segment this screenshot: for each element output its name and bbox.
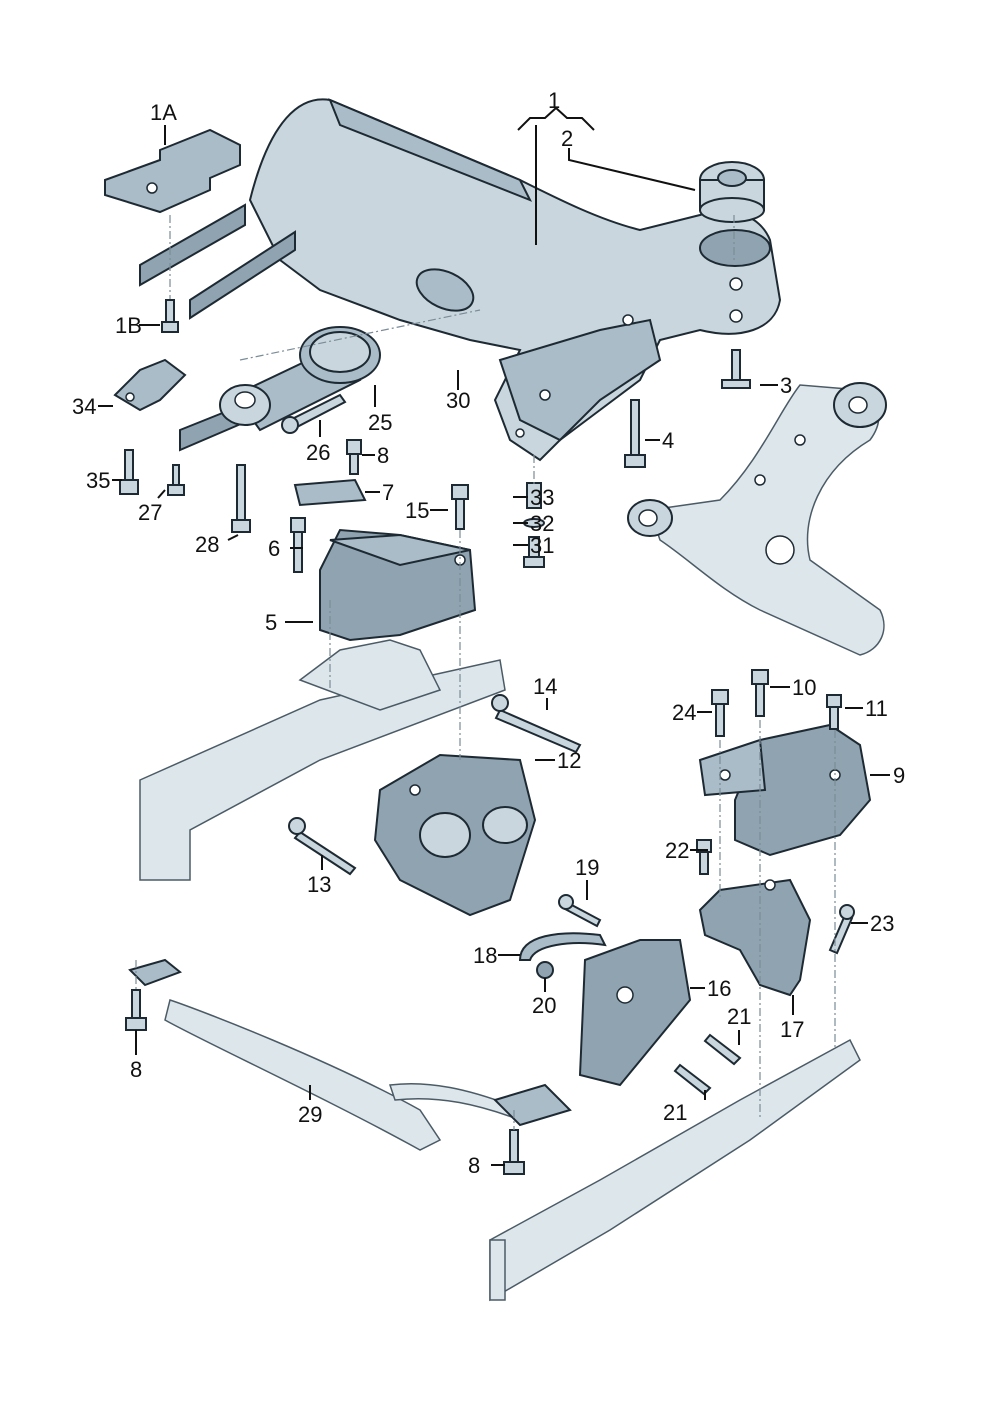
callout-20: 20: [532, 993, 556, 1018]
gearbox-mount-9: [698, 723, 872, 857]
callout-18: 18: [473, 943, 497, 968]
bolt-14: [491, 694, 582, 754]
bolt-8a: [346, 439, 362, 475]
callout-19: 19: [575, 855, 599, 880]
callout-15: 15: [405, 498, 429, 523]
callout-30: 30: [446, 388, 470, 413]
assembly-axes: [135, 215, 836, 1130]
bolt-23: [828, 904, 855, 955]
tube-29: [128, 958, 572, 1151]
bolt-19: [558, 894, 602, 928]
callout-1: 1: [548, 88, 560, 113]
callout-25: 25: [368, 410, 392, 435]
bolt-35: [119, 449, 139, 495]
engine-bracket-12: [373, 753, 537, 917]
bolt-10: [751, 669, 769, 717]
callout-31: 31: [530, 533, 554, 558]
callout-12: 12: [557, 748, 581, 773]
callout-1a: 1A: [150, 100, 177, 125]
callout-34: 34: [72, 394, 96, 419]
engine-body-left: [139, 639, 506, 881]
callout-16: 16: [707, 976, 731, 1001]
callout-8-left: 8: [130, 1057, 142, 1082]
bolt-28: [231, 464, 251, 533]
callout-21-lower: 21: [663, 1100, 687, 1125]
bolt-8b: [125, 989, 147, 1031]
bolt-24: [711, 689, 729, 737]
callout-29: 29: [298, 1102, 322, 1127]
bracket-16: [578, 939, 692, 1087]
callout-23: 23: [870, 911, 894, 936]
callout-17: 17: [780, 1017, 804, 1042]
callout-8-bottom: 8: [468, 1153, 480, 1178]
bolts: [119, 299, 855, 1175]
bolt-11: [826, 694, 842, 730]
callout-3: 3: [780, 373, 792, 398]
callout-8-top: 8: [377, 443, 389, 468]
bolt-1b: [161, 299, 179, 333]
callout-11: 11: [865, 696, 888, 721]
pendulum-support: [113, 326, 381, 452]
callout-26: 26: [306, 440, 330, 465]
callout-7: 7: [382, 480, 394, 505]
callout-6: 6: [268, 536, 280, 561]
leader-lines: [98, 106, 890, 1166]
bolt-8c: [503, 1129, 525, 1175]
bolt-4: [624, 399, 646, 468]
bracket-17: [698, 878, 812, 997]
callout-13: 13: [307, 872, 331, 897]
bolt-15: [451, 484, 469, 530]
bolt-3: [721, 349, 751, 389]
callout-1b: 1B: [115, 313, 142, 338]
callout-4: 4: [662, 428, 674, 453]
callout-22: 22: [665, 838, 689, 863]
bolt-6: [290, 517, 306, 573]
body-rail-right: [489, 1038, 861, 1302]
callout-28: 28: [195, 532, 219, 557]
callout-9: 9: [893, 763, 905, 788]
callout-21-upper: 21: [727, 1004, 751, 1029]
bolt-27: [167, 464, 185, 496]
callout-33: 33: [530, 485, 554, 510]
callout-labels: 1 2 1A 1B 3 4 5 6 7 8 8 8 9 10 11 12 13 …: [72, 88, 905, 1178]
callout-24: 24: [672, 700, 696, 725]
callout-27: 27: [138, 500, 162, 525]
callout-32: 32: [530, 511, 554, 536]
callout-2: 2: [561, 126, 573, 151]
bolt-13: [288, 817, 357, 876]
bolt-26: [281, 393, 347, 434]
bolt-22: [696, 839, 712, 875]
bolts-21: [673, 1033, 742, 1096]
callout-14: 14: [533, 674, 557, 699]
plate-1a: [104, 128, 296, 320]
callout-35: 35: [86, 468, 110, 493]
subframe: [248, 98, 782, 462]
callout-5: 5: [265, 610, 277, 635]
control-arm: [627, 382, 887, 656]
callout-10: 10: [792, 675, 816, 700]
bushing-2: [699, 161, 765, 223]
